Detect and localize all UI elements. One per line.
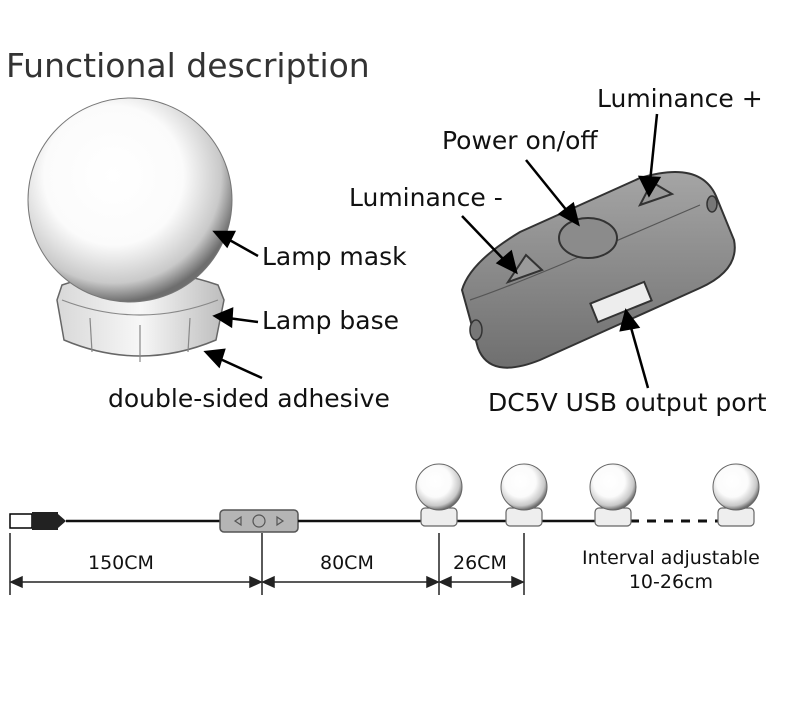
lamp-illustration [27,97,233,362]
usb-port-label: DC5V USB output port [488,388,767,417]
small-lamp-4 [712,463,760,527]
usb-plug-icon [9,513,33,529]
switch-body [460,171,736,369]
power-button [558,217,618,259]
strip-cable [9,509,720,533]
page-title: Functional description [6,46,370,85]
small-lamp-2 [500,463,548,527]
power-label: Power on/off [442,126,598,155]
lamp-arrows [203,230,263,380]
interval-label-line1: Interval adjustable [582,547,760,569]
luminance-plus-button [637,180,675,207]
interval-label: Interval adjustable 10-26cm [582,546,760,594]
switch-illustration [460,171,736,369]
lamp-mask [27,97,233,303]
small-lamp-1 [415,463,463,527]
switch-arrows [461,113,662,389]
luminance-minus-button [505,253,544,284]
small-lamps [415,463,760,527]
lamp-base-label: Lamp base [262,306,400,335]
luminance-plus-label: Luminance + [597,84,763,113]
luminance-minus-label: Luminance - [349,183,503,212]
inline-switch-icon [219,509,299,533]
dimension-lines [9,533,525,595]
distance-80-label: 80CM [320,552,374,574]
distance-26-label: 26CM [453,552,507,574]
lamp-mask-label: Lamp mask [262,242,407,271]
small-lamp-3 [589,463,637,527]
adhesive-label: double-sided adhesive [108,384,390,413]
interval-label-line2: 10-26cm [628,571,714,593]
distance-150-label: 150CM [88,552,154,574]
